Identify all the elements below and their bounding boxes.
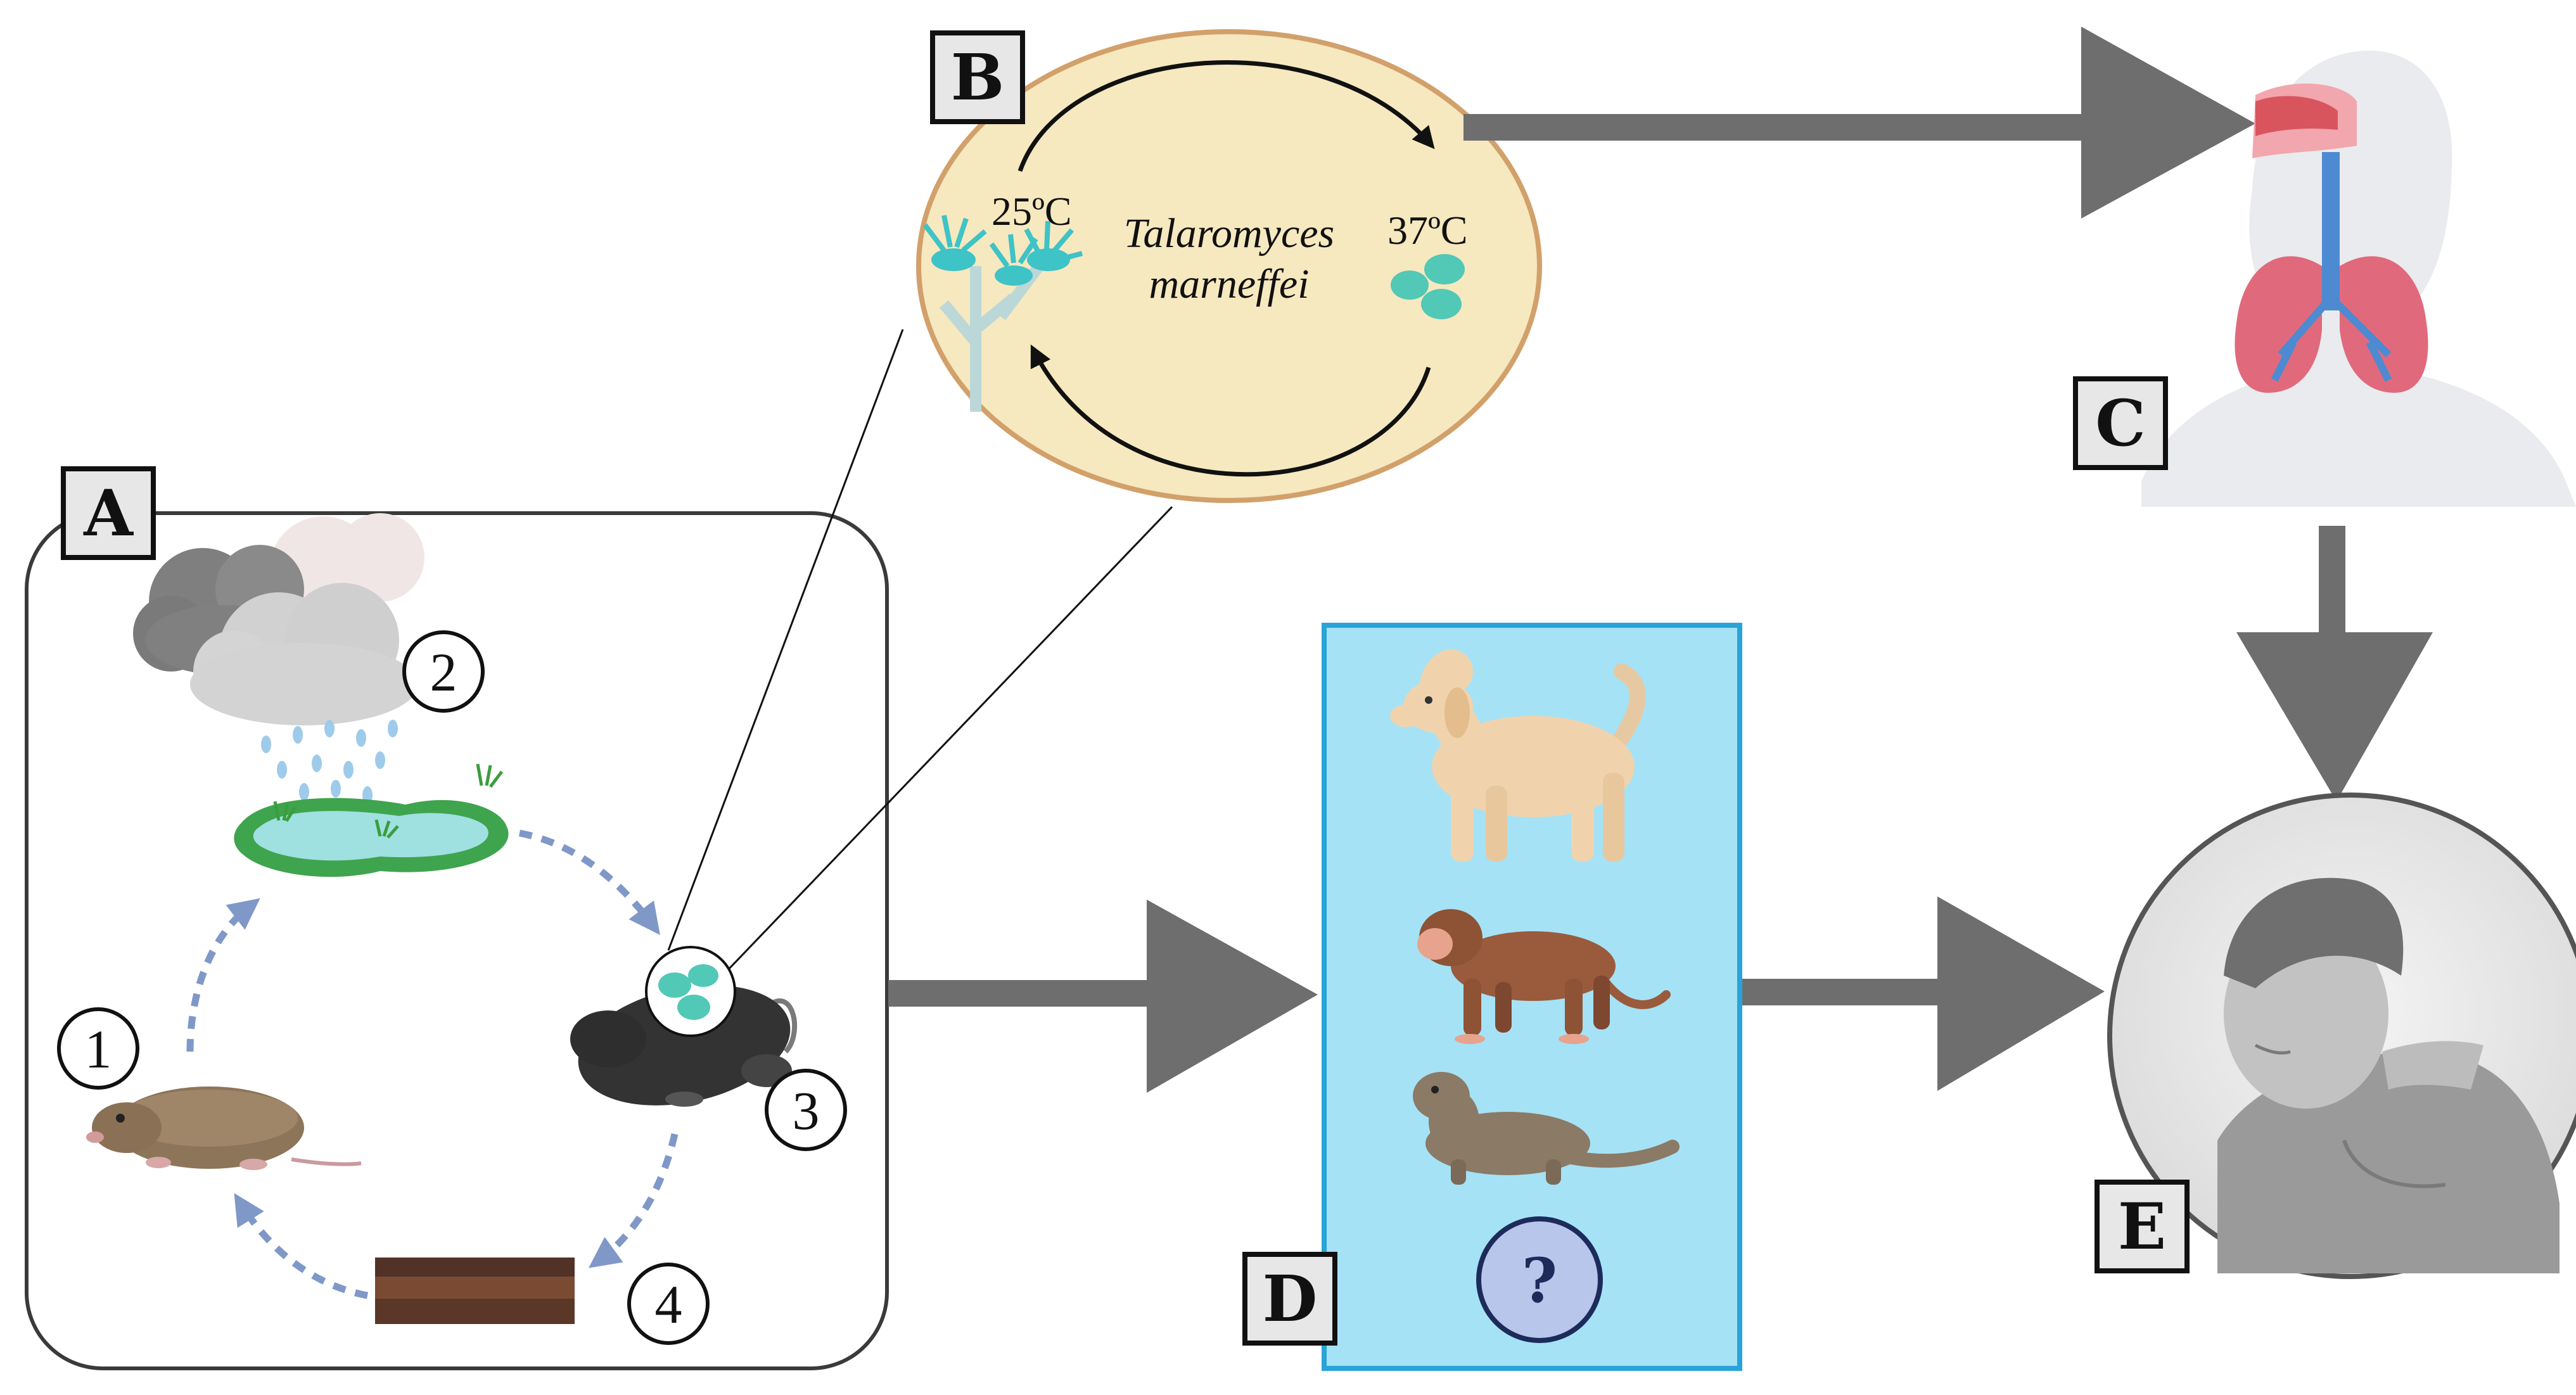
zoom-circle bbox=[645, 946, 736, 1037]
step-2-marker: 2 bbox=[402, 630, 485, 713]
arrow-a-to-d bbox=[888, 900, 1318, 1093]
svg-text:A: A bbox=[83, 476, 134, 551]
svg-text:2: 2 bbox=[430, 642, 457, 703]
yeast-cells-icon bbox=[658, 964, 718, 1020]
step-3-marker: 3 bbox=[765, 1069, 847, 1151]
dog-icon bbox=[1390, 649, 1646, 862]
fungus-species: marneffei bbox=[1149, 261, 1310, 307]
unknown-host-marker: ? bbox=[1476, 1216, 1603, 1343]
rain-cloud-icon bbox=[133, 513, 424, 725]
step-1-marker: 1 bbox=[57, 1007, 139, 1090]
label-a: A bbox=[61, 466, 156, 560]
arrow-mold-to-yeast bbox=[1017, 60, 1435, 172]
cycle-arrow-rat-to-soil bbox=[588, 1133, 679, 1268]
cycle-arrow-soil-to-bamboo-rat bbox=[234, 1193, 369, 1299]
cycle-arrow-pond-to-rat bbox=[518, 829, 660, 935]
yeast-icon bbox=[1391, 254, 1465, 319]
label-b: B bbox=[930, 30, 1025, 124]
svg-text:?: ? bbox=[1522, 1245, 1557, 1316]
mongoose-icon bbox=[1413, 1072, 1680, 1185]
human-lungs-icon bbox=[2141, 51, 2576, 507]
bamboo-rat-icon bbox=[86, 1086, 362, 1170]
fungus-oval bbox=[916, 29, 1542, 503]
svg-text:3: 3 bbox=[793, 1080, 820, 1141]
monkey-icon bbox=[1417, 909, 1671, 1044]
patient-icon bbox=[2217, 877, 2560, 1273]
fungus-genus: Talaromyces bbox=[1124, 210, 1334, 257]
panel-a-frame bbox=[25, 511, 889, 1370]
label-d: D bbox=[1242, 1252, 1337, 1346]
label-c: C bbox=[2073, 376, 2168, 470]
svg-text:D: D bbox=[1263, 1261, 1318, 1336]
yeast-temperature: 37ºC bbox=[1387, 208, 1468, 253]
label-e: E bbox=[2095, 1180, 2190, 1273]
arrow-c-to-e bbox=[2236, 526, 2433, 801]
svg-text:4: 4 bbox=[655, 1274, 682, 1335]
arrow-yeast-to-mold bbox=[1030, 344, 1431, 477]
svg-text:C: C bbox=[2095, 386, 2146, 461]
cycle-arrow-bamboo-rat-to-pond bbox=[186, 898, 260, 1052]
zoom-line-lower bbox=[727, 506, 1173, 971]
mold-conidiophore-icon bbox=[922, 215, 1083, 412]
pond-icon bbox=[234, 763, 509, 877]
step-4-marker: 4 bbox=[627, 1263, 710, 1345]
svg-text:B: B bbox=[951, 40, 1005, 115]
arrow-d-to-e bbox=[1742, 896, 2105, 1091]
soil-icon bbox=[375, 1258, 575, 1324]
mold-temperature: 25ºC bbox=[992, 189, 1072, 234]
arrow-b-to-c bbox=[1463, 27, 2255, 219]
zoom-line-upper bbox=[667, 329, 904, 951]
raindrops-icon bbox=[261, 720, 398, 804]
svg-text:1: 1 bbox=[85, 1019, 112, 1080]
svg-text:E: E bbox=[2118, 1189, 2166, 1264]
